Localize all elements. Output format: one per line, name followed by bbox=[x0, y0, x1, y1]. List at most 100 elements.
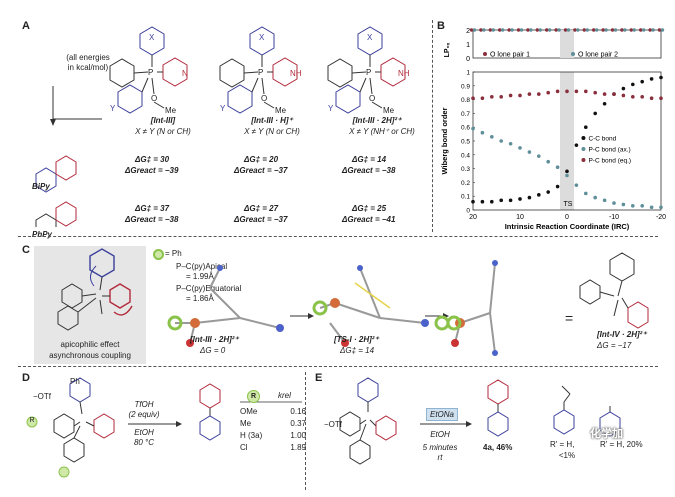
top-ts-band bbox=[559, 30, 575, 58]
ytick-label: 0.2 bbox=[461, 180, 470, 187]
bond-order-point bbox=[565, 173, 569, 178]
xtick-label: 10 bbox=[516, 214, 524, 221]
bond-eq-value: = 1.86Å bbox=[186, 294, 214, 303]
ytick-label: 0.4 bbox=[461, 152, 470, 159]
divider-de bbox=[305, 372, 306, 490]
bipy-dgr-1: ΔGreact = −39 bbox=[125, 166, 179, 175]
phpy-dg-1: ΔG‡ = 37 bbox=[135, 204, 170, 213]
lp-point bbox=[469, 28, 474, 32]
bipy-dgr-2: ΔGreact = −37 bbox=[234, 166, 288, 175]
phpy-dgr-3: ΔGreact = −41 bbox=[342, 215, 396, 224]
reagent-e-1: EtOH bbox=[430, 430, 450, 439]
panel-c-box-structure bbox=[57, 248, 133, 331]
atom-p-2: P bbox=[258, 68, 264, 77]
lp-point bbox=[535, 28, 539, 32]
species-dg-3: ΔG = −17 bbox=[597, 341, 632, 350]
legend-label: P-C bond (eq.) bbox=[588, 158, 631, 165]
bond-order-point bbox=[593, 111, 597, 116]
bond-order-point bbox=[471, 199, 475, 204]
panel-d-ph-label: Ph bbox=[70, 377, 80, 386]
reagent-d-4: 80 °C bbox=[133, 438, 155, 447]
atom-me-1: Me bbox=[165, 106, 177, 115]
legend-label: P-C bond (ax.) bbox=[588, 147, 630, 154]
ph-legend-label: = Ph bbox=[165, 249, 182, 258]
panel-a-label: A bbox=[22, 20, 30, 32]
lp-point bbox=[585, 28, 589, 32]
krel-value-cell: 0.16 bbox=[290, 407, 306, 416]
bond-order-point bbox=[499, 95, 503, 99]
reagent-d-2: (2 equiv) bbox=[128, 410, 160, 419]
atom-y-1: Y bbox=[110, 104, 116, 113]
krel-value-cell: 0.37 bbox=[290, 419, 306, 428]
atom-p-3: P bbox=[366, 68, 372, 77]
ytick-label: 0.1 bbox=[461, 194, 470, 201]
atom-y-3: Y bbox=[328, 104, 334, 113]
bipy-dg-3: ΔG‡ = 14 bbox=[352, 155, 387, 164]
krel-r-cell: H (3a) bbox=[240, 431, 263, 440]
bond-order-point bbox=[518, 146, 522, 150]
bond-order-point bbox=[640, 95, 644, 99]
legend-marker bbox=[581, 158, 586, 162]
bond-order-point bbox=[537, 193, 541, 197]
lp-point bbox=[582, 28, 586, 32]
lp-point bbox=[566, 28, 571, 32]
row-name-phpy: PhPy bbox=[32, 230, 53, 239]
panel-d-label: D bbox=[22, 372, 30, 384]
bond-order-point bbox=[602, 92, 607, 96]
ytick-label: 0 bbox=[466, 208, 470, 215]
legend-lp1-marker bbox=[483, 52, 487, 56]
atom-o-3: O bbox=[369, 94, 376, 103]
panel-b-label: B bbox=[437, 20, 445, 32]
bond-order-point bbox=[593, 195, 597, 200]
bond-order-point bbox=[584, 191, 588, 196]
bond-order-point bbox=[659, 75, 663, 80]
bond-order-point bbox=[621, 93, 626, 98]
phpy-dgr-2: ΔGreact = −37 bbox=[234, 215, 288, 224]
bond-order-point bbox=[508, 198, 513, 203]
ytick-label: 0.5 bbox=[461, 139, 470, 146]
xtick-label: -20 bbox=[656, 214, 666, 221]
lp-point bbox=[604, 28, 608, 32]
lp-point bbox=[510, 28, 514, 32]
bond-order-point bbox=[584, 89, 588, 94]
col-name-2: [Int-III · H]⁺ bbox=[251, 116, 293, 125]
bond-order-point bbox=[621, 202, 626, 207]
xtick-label: 20 bbox=[469, 214, 477, 221]
krel-value-cell: 1.89 bbox=[290, 443, 306, 452]
lp-point bbox=[545, 28, 549, 32]
bond-order-point bbox=[546, 90, 550, 95]
bond-order-point bbox=[527, 195, 532, 200]
bipy-dg-2: ΔG‡ = 20 bbox=[244, 155, 279, 164]
lp-point bbox=[610, 28, 615, 32]
divider-middle bbox=[18, 366, 658, 367]
lp-point bbox=[507, 28, 511, 32]
bond-order-point bbox=[640, 79, 644, 84]
bond-order-point bbox=[612, 92, 616, 96]
bond-order-point bbox=[631, 95, 635, 99]
atom-y-2: Y bbox=[220, 104, 226, 113]
lp-point bbox=[563, 28, 568, 32]
panel-d-anion: −OTf bbox=[33, 392, 52, 401]
bond-apical-value: = 1.99Å bbox=[186, 272, 214, 281]
lp-point bbox=[479, 28, 483, 32]
xtick-label: -10 bbox=[609, 214, 619, 221]
top-ytick-label: 1 bbox=[466, 42, 470, 49]
lp-point bbox=[595, 28, 599, 32]
atom-nh-3: NH bbox=[398, 69, 410, 78]
lp-point bbox=[623, 28, 627, 32]
reagent-d-1: TfOH bbox=[134, 400, 154, 409]
bond-order-point bbox=[537, 92, 541, 96]
bond-order-point bbox=[612, 201, 616, 205]
lp-point bbox=[632, 28, 636, 32]
phpy-dg-3: ΔG‡ = 25 bbox=[352, 204, 387, 213]
product-4a: 4a, 46% bbox=[483, 443, 513, 452]
atom-x-3: X bbox=[367, 33, 373, 42]
bond-order-point bbox=[490, 199, 494, 204]
side-product-2: R' = H, 20% bbox=[600, 440, 643, 449]
col-name-3: [Int-III · 2H]²⁺ bbox=[352, 116, 402, 125]
panel-e-label: E bbox=[315, 372, 323, 384]
panel-e-structure bbox=[339, 377, 621, 465]
